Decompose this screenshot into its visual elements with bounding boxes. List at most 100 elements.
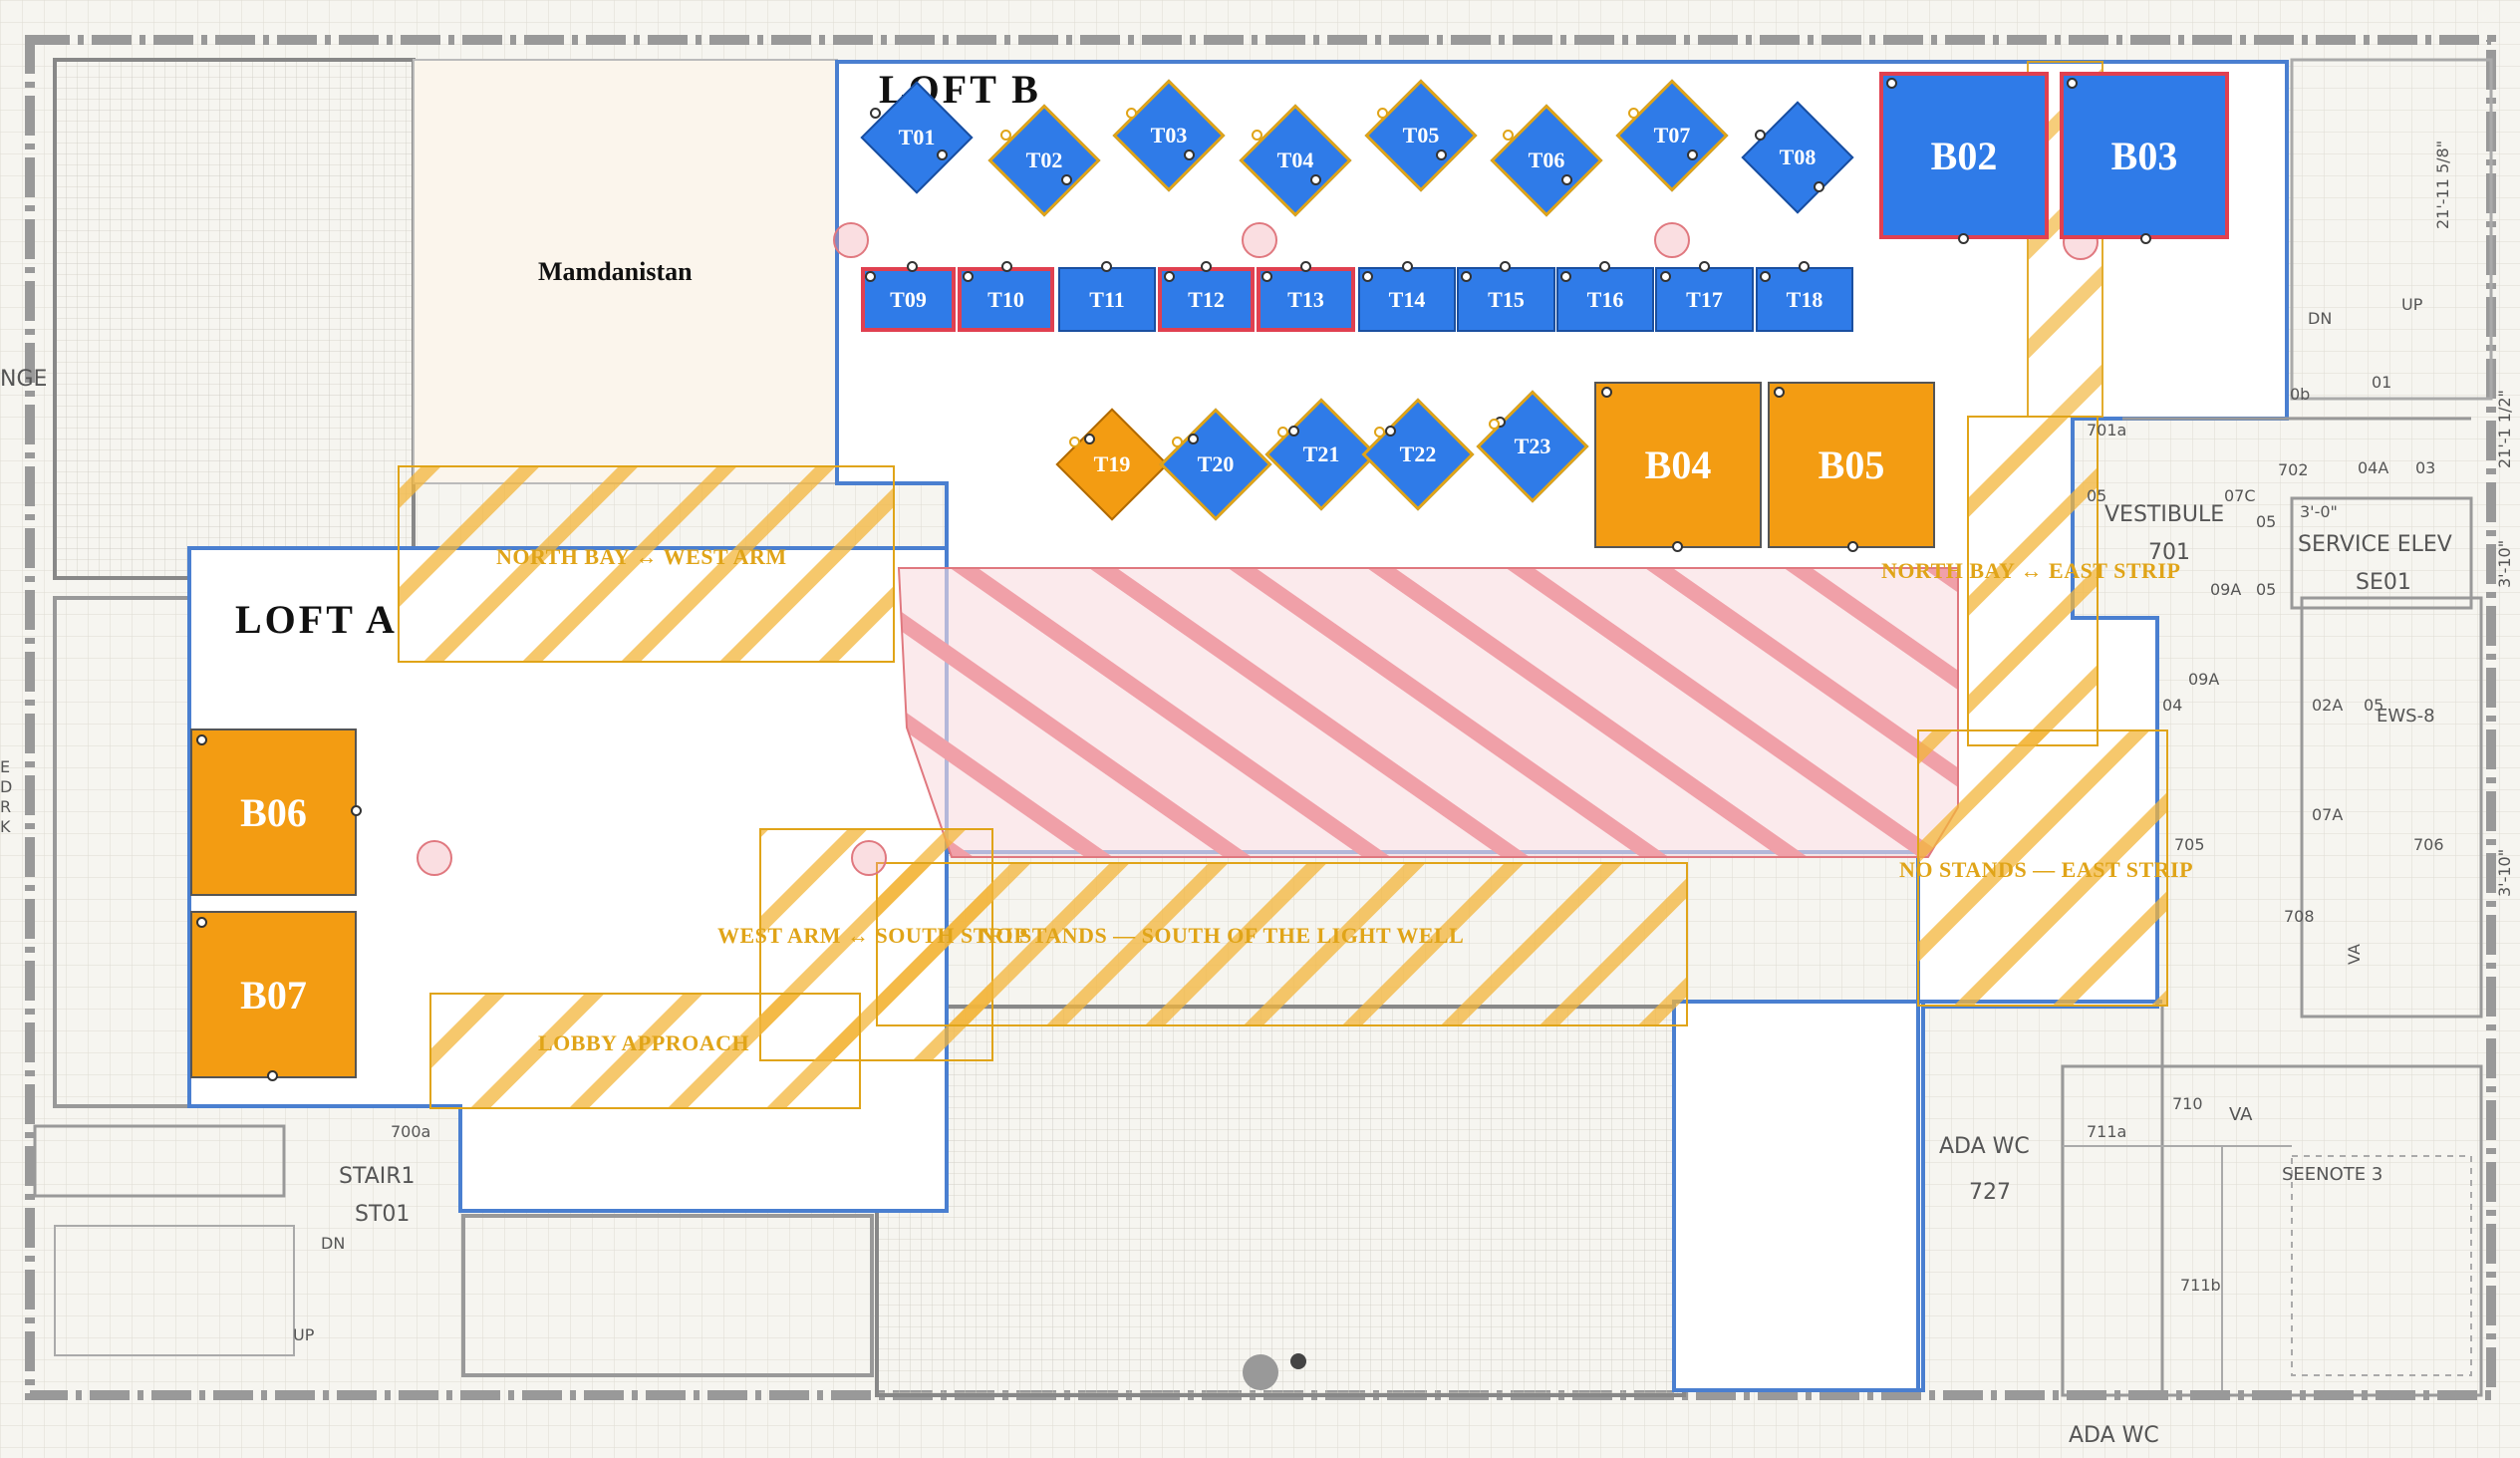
anchor-dot	[1628, 108, 1639, 119]
table-label: T04	[1276, 147, 1314, 172]
anchor-dot	[1377, 108, 1388, 119]
table-t11[interactable]: T11	[1058, 267, 1156, 332]
anchor-dot	[1672, 541, 1683, 552]
table-label: T13	[1287, 286, 1324, 312]
arch-label-service-elev: SERVICE ELEV	[2298, 532, 2452, 557]
anchor-dot	[1814, 181, 1824, 192]
table-t22[interactable]: T22	[1361, 398, 1475, 511]
arch-label-room: 711b	[2180, 1276, 2221, 1295]
booth-b03[interactable]: B03	[2060, 72, 2229, 239]
booth-b02[interactable]: B02	[1879, 72, 2049, 239]
room-label-mamdanistan: Mamdanistan	[538, 257, 693, 286]
arch-label-room: 09A	[2188, 670, 2220, 689]
arch-label-room: E D R K	[0, 757, 13, 836]
arch-label-dimension: 3'-10"	[2495, 539, 2514, 588]
pillar-marker	[417, 840, 452, 876]
arch-label-room: UP	[293, 1325, 315, 1344]
anchor-dot	[1461, 271, 1472, 282]
arch-label-room: SE01	[2356, 570, 2411, 595]
anchor-dot	[1385, 426, 1396, 437]
anchor-dot	[870, 108, 881, 119]
arch-label-room: 708	[2284, 907, 2315, 926]
arch-label-room: 04	[2162, 696, 2183, 715]
arch-label-room: 705	[2174, 835, 2205, 854]
anchor-dot	[2067, 78, 2078, 89]
table-t20[interactable]: T20	[1159, 408, 1272, 521]
anchor-dot	[1084, 434, 1095, 444]
table-label: T11	[1089, 286, 1125, 312]
anchor-dot	[1061, 174, 1072, 185]
table-t06[interactable]: T06	[1490, 104, 1603, 217]
arch-label-room: 727	[1969, 1180, 2011, 1205]
arch-label-room: 04A	[2358, 458, 2389, 477]
table-t04[interactable]: T04	[1239, 104, 1352, 217]
arch-label-room: 02A	[2312, 696, 2344, 715]
anchor-dot	[1886, 78, 1897, 89]
zone-label-no-stands-east-strip: NO STANDS — EAST STRIP	[1899, 857, 2194, 882]
anchor-dot	[1660, 271, 1671, 282]
anchor-dot	[1847, 541, 1858, 552]
table-t21[interactable]: T21	[1264, 398, 1378, 511]
table-t05[interactable]: T05	[1364, 79, 1478, 192]
anchor-dot	[1300, 261, 1311, 272]
table-label: T19	[1093, 451, 1131, 476]
table-t23[interactable]: T23	[1476, 390, 1589, 503]
table-t02[interactable]: T02	[987, 104, 1101, 217]
booth-b06[interactable]: B06	[190, 729, 357, 896]
anchor-dot	[1184, 149, 1195, 160]
booth-label: B06	[240, 789, 307, 835]
table-t03[interactable]: T03	[1112, 79, 1226, 192]
anchor-dot	[1261, 271, 1272, 282]
table-label: T15	[1488, 286, 1525, 312]
anchor-dot	[865, 271, 876, 282]
anchor-dot	[2140, 233, 2151, 244]
table-label: T14	[1388, 286, 1426, 312]
table-t08[interactable]: T08	[1741, 101, 1854, 214]
anchor-dot	[1252, 130, 1262, 141]
anchor-dot	[1500, 261, 1511, 272]
anchor-dot	[1503, 130, 1514, 141]
arch-label-room: 09A	[2210, 580, 2242, 599]
table-label: T23	[1514, 434, 1551, 458]
table-label: T01	[898, 125, 936, 149]
booth-b05[interactable]: B05	[1768, 382, 1935, 548]
table-t17[interactable]: T17	[1655, 267, 1754, 332]
table-label: T22	[1399, 441, 1437, 466]
table-label: T21	[1302, 441, 1340, 466]
arch-label-room: 05	[2256, 512, 2277, 531]
anchor-dot	[1126, 108, 1137, 119]
booth-b04[interactable]: B04	[1594, 382, 1762, 548]
table-t19[interactable]: T19	[1055, 408, 1169, 521]
room-label-loft-a: LOFT A	[235, 597, 398, 642]
anchor-dot	[907, 261, 918, 272]
table-label: T16	[1586, 286, 1624, 312]
arch-label-seenote: SEENOTE 3	[2282, 1164, 2383, 1185]
booth-b07[interactable]: B07	[190, 911, 357, 1078]
table-label: T05	[1402, 123, 1440, 147]
table-t15[interactable]: T15	[1457, 267, 1555, 332]
table-t09[interactable]: T09	[861, 267, 956, 332]
zone-label-lobby-approach: LOBBY APPROACH	[538, 1030, 750, 1055]
table-label: T20	[1197, 451, 1235, 476]
arch-label-room: UP	[2401, 295, 2423, 314]
arch-label-room: 05	[2364, 696, 2384, 715]
anchor-dot	[1799, 261, 1810, 272]
arch-label-stair: STAIR1	[339, 1164, 416, 1189]
arch-label-room: VA	[2344, 944, 2364, 965]
anchor-dot	[1601, 387, 1612, 398]
booth-label: B04	[1644, 442, 1712, 487]
table-label: T07	[1653, 123, 1691, 147]
table-t07[interactable]: T07	[1615, 79, 1729, 192]
arch-label-room: 07A	[2312, 805, 2344, 824]
anchor-dot	[1402, 261, 1413, 272]
anchor-dot	[1362, 271, 1373, 282]
zone-label-no-stands-light-well: NO STANDS — SOUTH OF THE LIGHT WELL	[980, 923, 1465, 948]
booth-label: B02	[1930, 133, 1998, 178]
anchor-dot	[1374, 427, 1385, 437]
arch-label-dimension: 21'-11 5/8"	[2433, 140, 2452, 229]
table-t01[interactable]: T01	[860, 81, 974, 194]
arch-label-room: DN	[321, 1234, 346, 1253]
arch-label-room: 700a	[391, 1122, 431, 1141]
table-t10[interactable]: T10	[958, 267, 1054, 332]
anchor-dot	[1277, 427, 1288, 437]
